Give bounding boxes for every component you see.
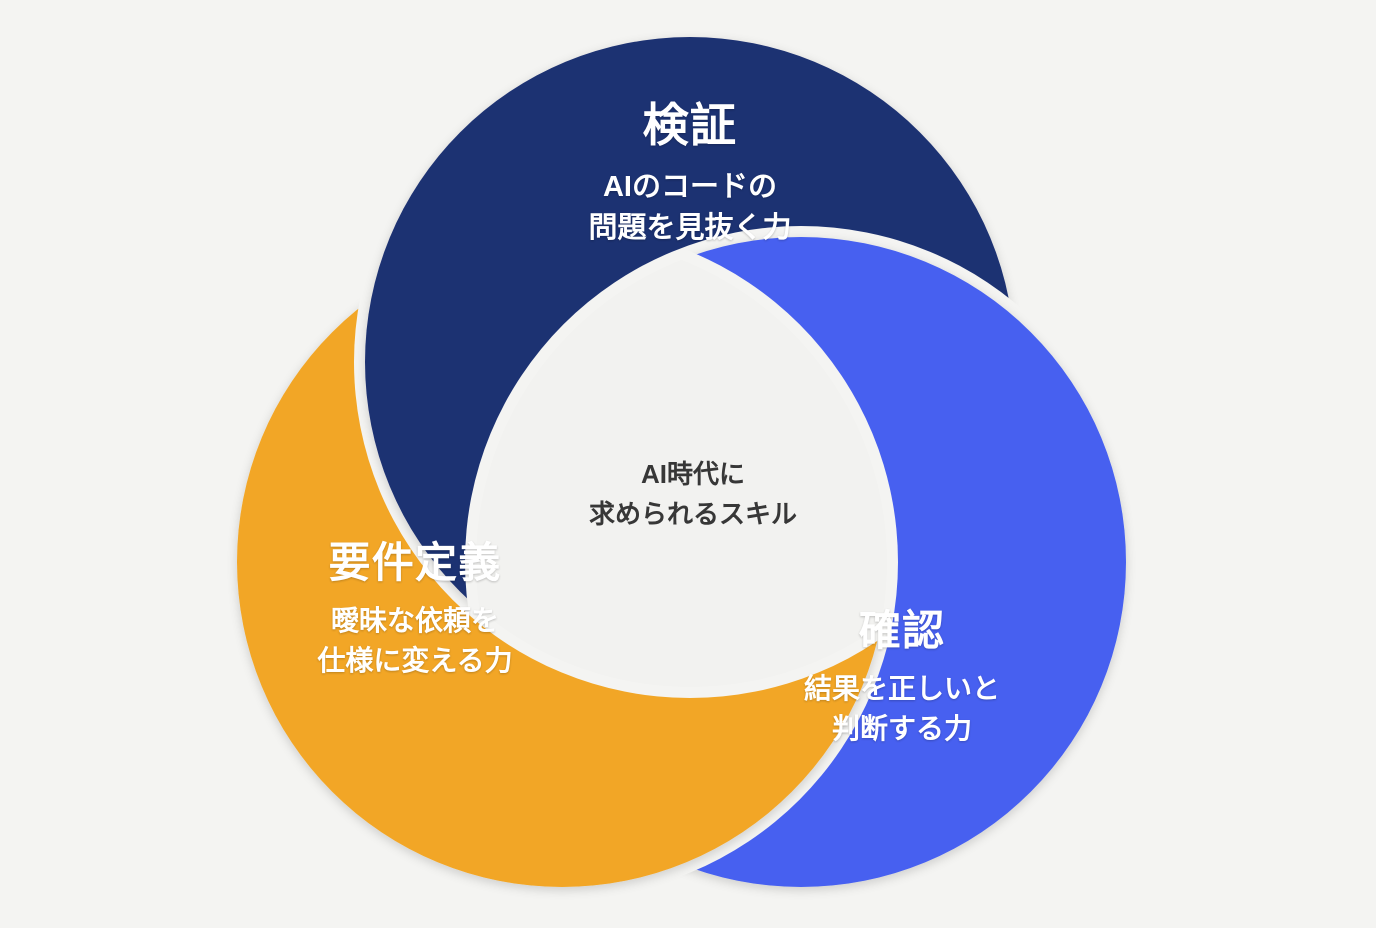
center-hub[interactable]	[476, 237, 1126, 887]
